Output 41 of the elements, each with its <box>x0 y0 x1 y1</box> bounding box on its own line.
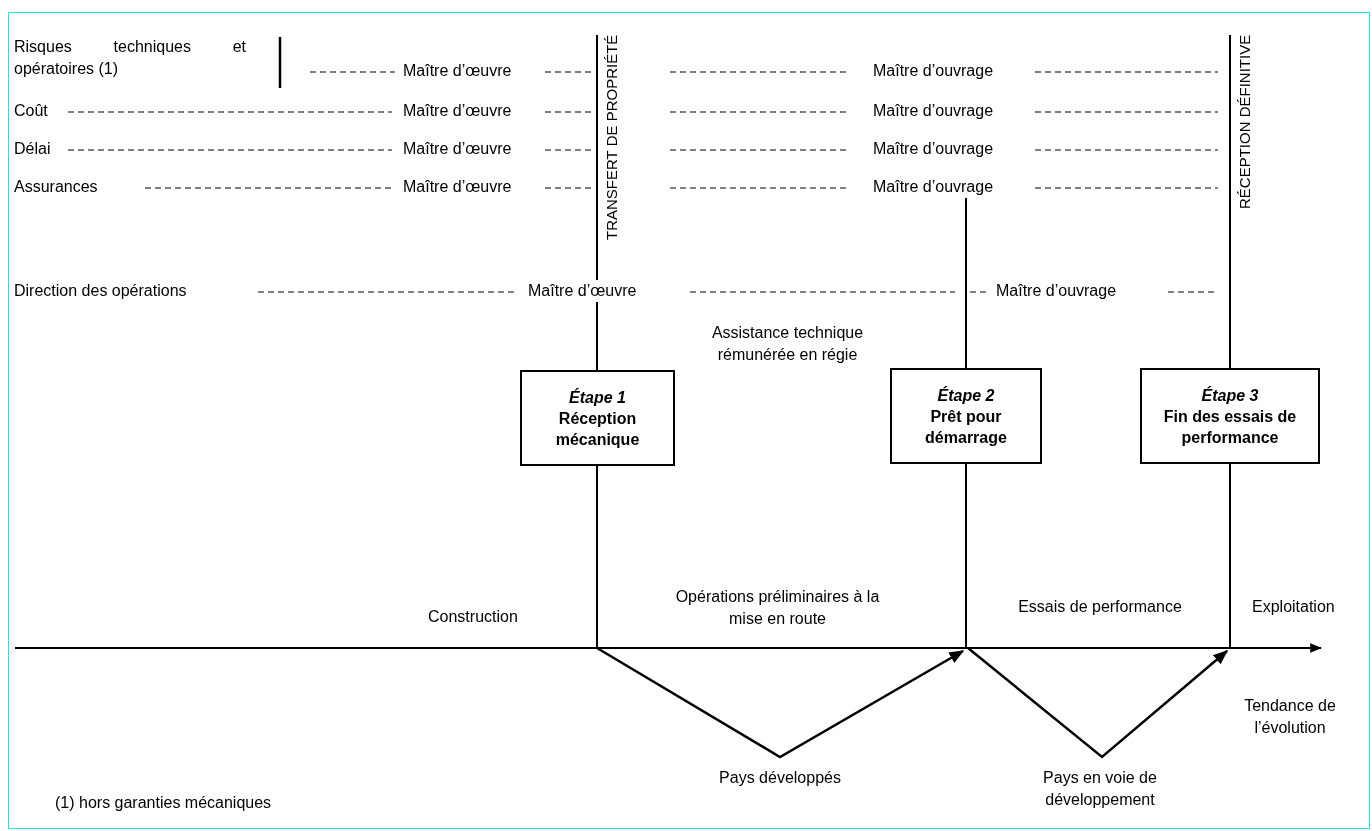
phase-label: Opérations préliminaires à la mise en route <box>675 587 880 629</box>
milestone-line <box>1229 34 1231 369</box>
milestone-line <box>596 465 598 649</box>
phase-label: Essais de performance <box>1017 597 1183 617</box>
text-label: Maître d’œuvre <box>403 177 512 197</box>
text-label: Construction <box>428 607 518 627</box>
step-description: Prêt pour démarrage <box>924 406 1008 448</box>
text-label: Délai <box>14 139 51 159</box>
text-label: Maître d’ouvrage <box>873 101 994 121</box>
step-description: Fin des essais de performance <box>1162 406 1298 448</box>
text-label: Maître d’ouvrage <box>873 176 994 198</box>
step-description: Réception mécanique <box>554 408 641 450</box>
phase-label: Pays en voie de développement <box>1042 768 1158 810</box>
step-title: Étape 3 <box>1201 385 1259 406</box>
text-label: Exploitation <box>1252 597 1335 617</box>
row-label: Risques techniques et opératoires (1) <box>14 37 246 79</box>
text-label: Maître d’ouvrage <box>873 61 994 81</box>
timeline-axis <box>14 643 1323 653</box>
vertical-label: RÉCEPTION DÉFINITIVE <box>1236 35 1254 231</box>
text-label: Coût <box>14 101 48 121</box>
footnote: (1) hors garanties mécaniques <box>55 793 272 813</box>
milestone-box <box>890 368 1042 464</box>
phase-label: Assistance technique rémunérée en régie <box>710 323 865 365</box>
text-label: Maître d’œuvre <box>403 101 512 121</box>
milestone-line <box>965 197 967 369</box>
phase-label: Pays développés <box>718 768 842 788</box>
milestone-line <box>965 463 967 649</box>
milestone-line <box>596 34 598 371</box>
vertical-label: TRANSFERT DE PROPRIÉTÉ <box>603 35 621 273</box>
step-title: Étape 2 <box>937 385 995 406</box>
milestone-box <box>1140 368 1320 464</box>
text-label: Direction des opérations <box>14 281 187 301</box>
milestone-box <box>520 370 675 466</box>
phase-label: Tendance de l’évolution <box>1243 696 1337 738</box>
text-label: Maître d’ouvrage <box>873 139 994 159</box>
text-label: Assurances <box>14 177 98 197</box>
milestone-line <box>1229 463 1231 649</box>
text-label: Maître d’œuvre <box>403 61 512 81</box>
step-title: Étape 1 <box>569 387 626 408</box>
text-label: Maître d’œuvre <box>403 139 512 159</box>
text-label: Maître d’ouvrage <box>996 281 1117 301</box>
